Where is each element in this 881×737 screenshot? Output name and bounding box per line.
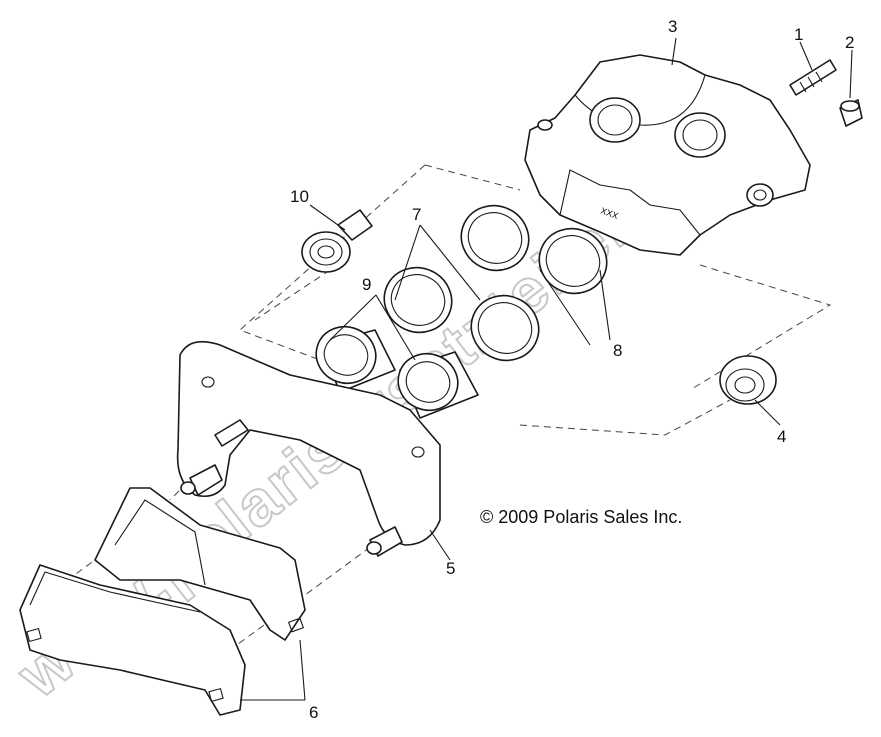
piston-seals <box>383 204 608 362</box>
caliper-bracket <box>176 340 441 557</box>
slide-pin-boot-top <box>301 209 373 273</box>
callout-labels: 1 2 3 4 5 6 7 8 9 10 <box>290 17 854 722</box>
copyright-text: © 2009 Polaris Sales Inc. <box>480 507 682 527</box>
callout-6: 6 <box>309 703 318 722</box>
callout-9: 9 <box>362 275 371 294</box>
bleeder-cap <box>839 99 863 127</box>
leader-lines <box>240 37 853 701</box>
callout-4: 4 <box>777 427 786 446</box>
bleeder-screw <box>789 59 837 96</box>
brake-pads <box>19 487 306 716</box>
callout-3: 3 <box>668 17 677 36</box>
callout-1: 1 <box>794 25 803 44</box>
pistons <box>315 325 479 419</box>
caliper-housing: XXX <box>524 54 811 256</box>
boot <box>719 355 777 405</box>
callout-10: 10 <box>290 187 309 206</box>
callout-8: 8 <box>613 341 622 360</box>
callout-7: 7 <box>412 205 421 224</box>
callout-5: 5 <box>446 559 455 578</box>
callout-2: 2 <box>845 33 854 52</box>
